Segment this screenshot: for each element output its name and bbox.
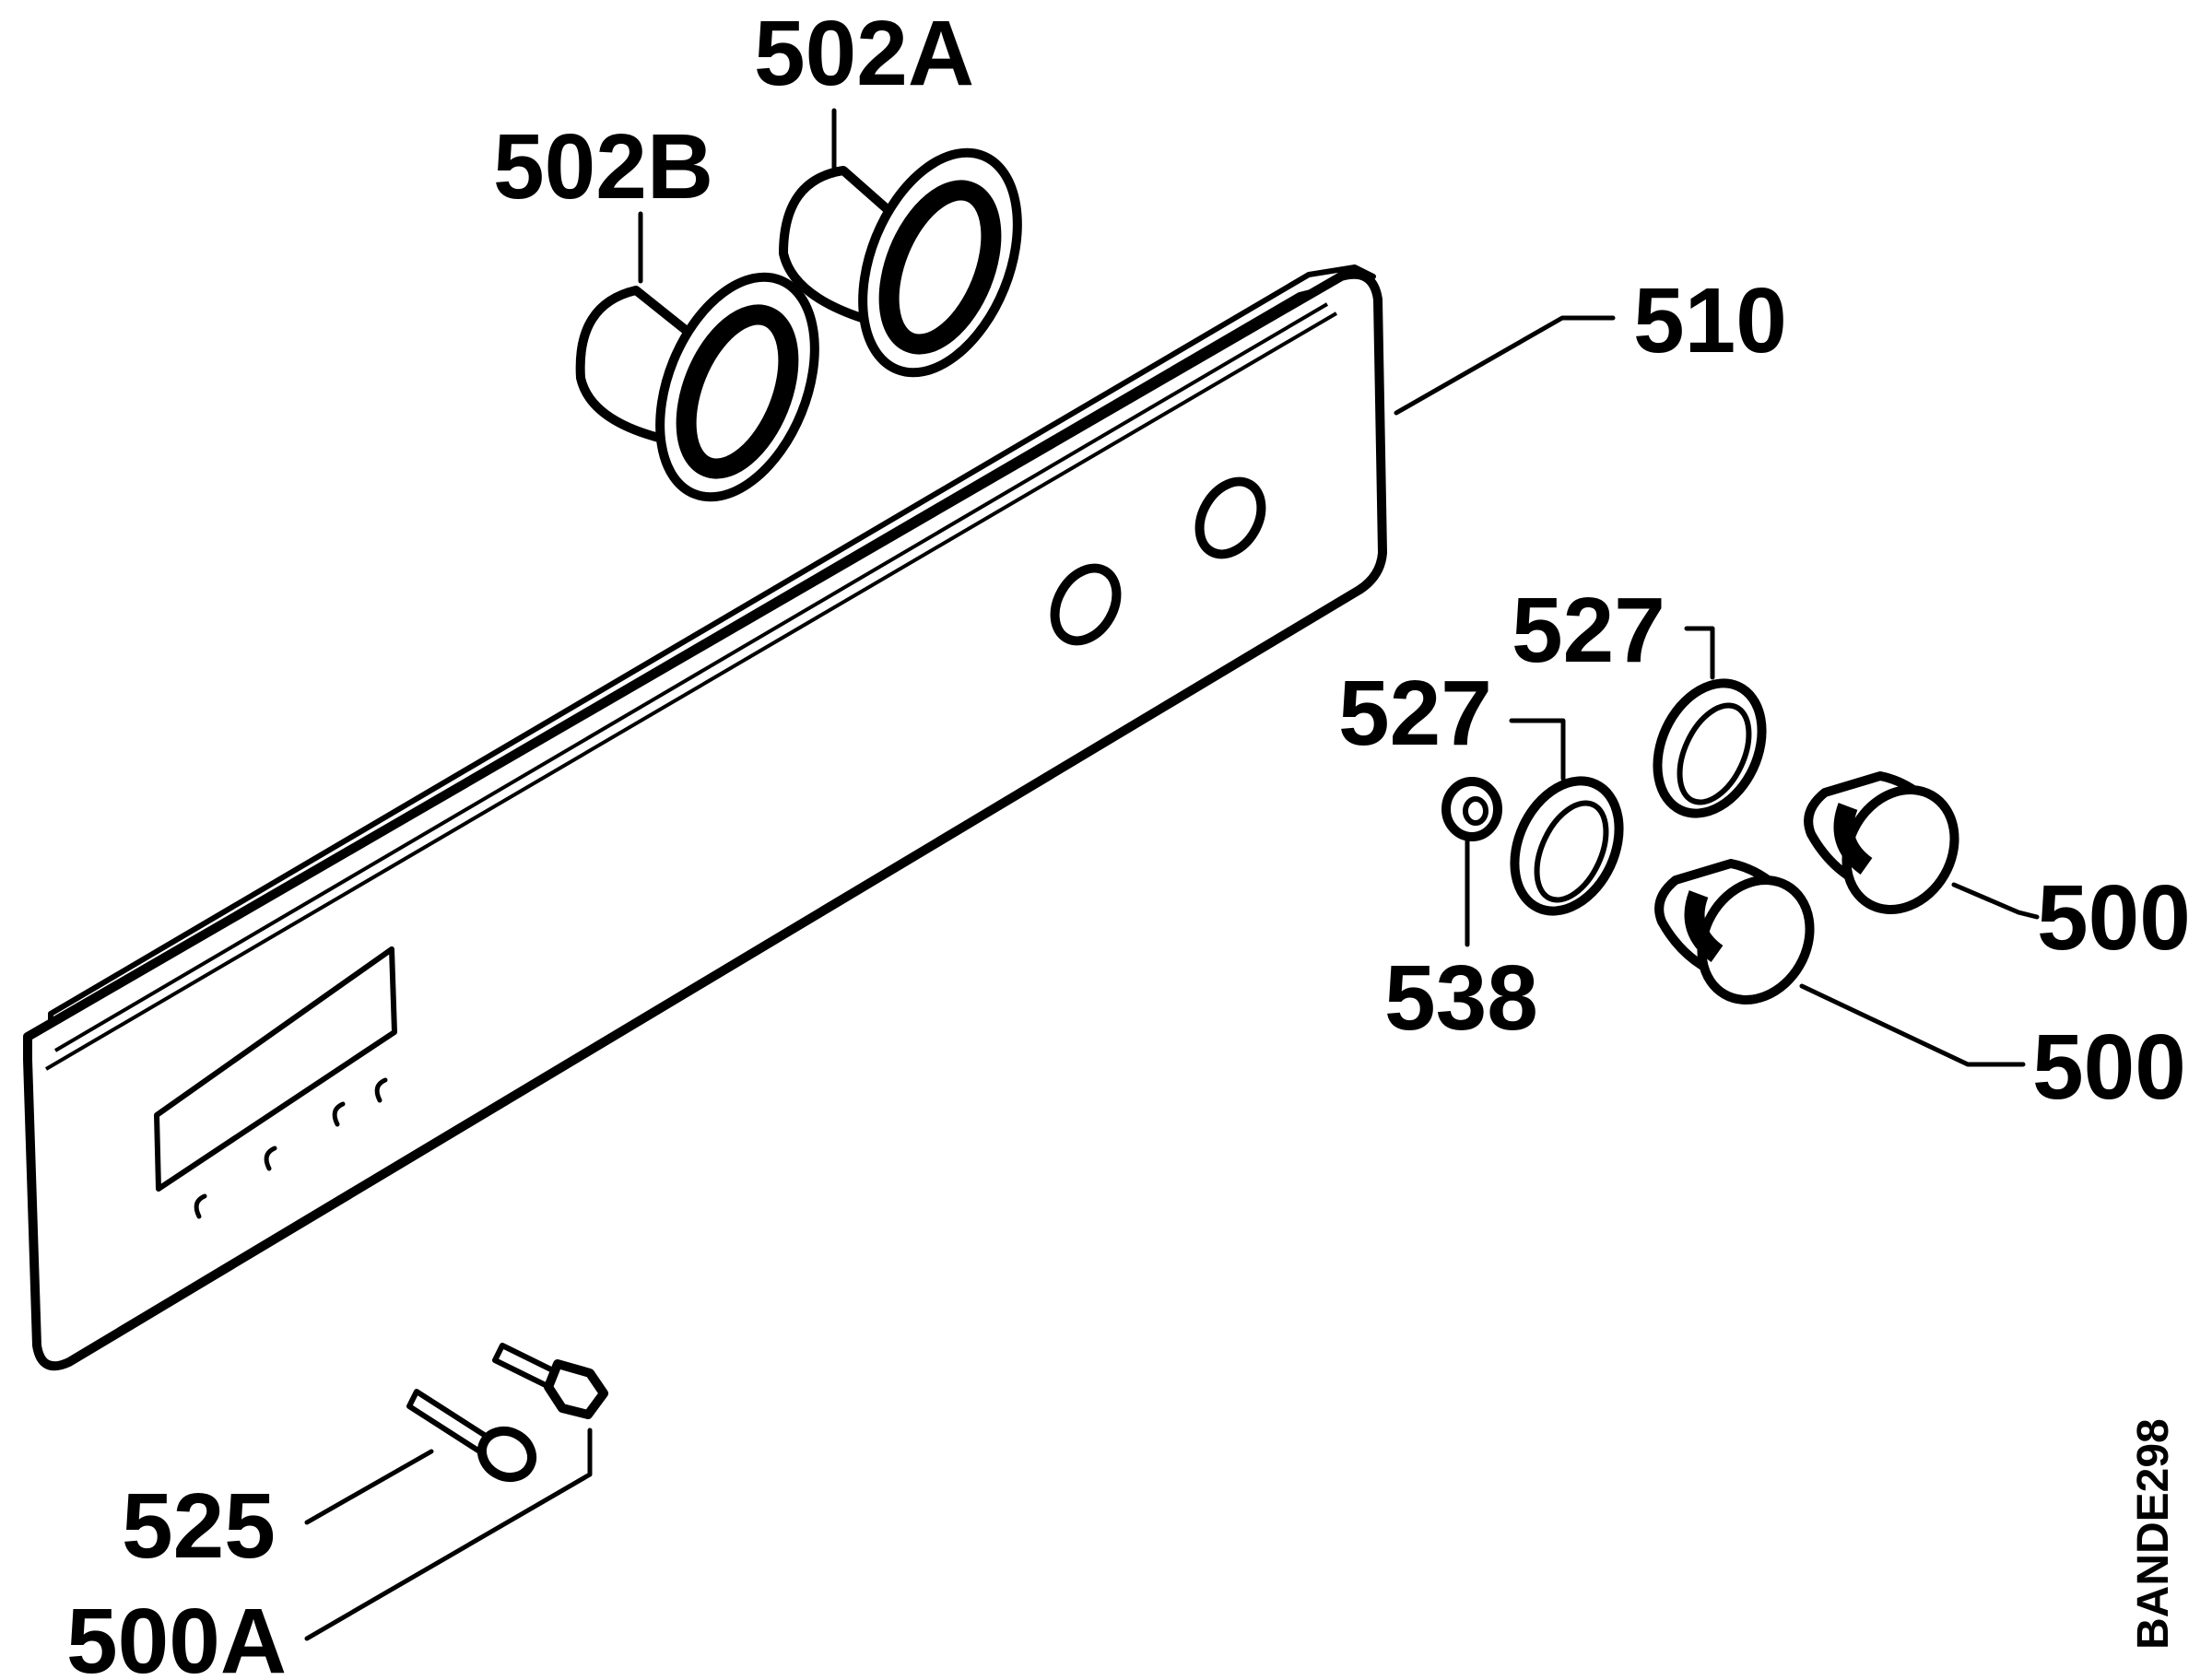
pin-525-head [477, 1426, 537, 1483]
knob-500-upper-face [1841, 785, 1959, 914]
collar-502b-opening [676, 304, 799, 479]
knob-collar-502b [575, 272, 819, 502]
panel-clip-4 [374, 1077, 388, 1103]
ring-527-upper [1653, 678, 1767, 818]
shaft-500a [492, 1343, 608, 1419]
label-510: 510 [1633, 269, 1787, 372]
leader-527-upper [1684, 626, 1715, 680]
collar-502a-flange [858, 147, 1022, 378]
leader-527-lower [1509, 718, 1566, 781]
shaft-500a-head [544, 1359, 608, 1419]
label-502b: 502B [493, 115, 713, 218]
collar-502a-opening [878, 180, 1002, 355]
knob-500-upper [1804, 771, 1959, 914]
panel-clip-3 [332, 1101, 346, 1127]
panel-display-window [154, 946, 397, 1192]
leader-500a [304, 1427, 593, 1641]
label-500-upper: 500 [2037, 866, 2191, 969]
label-525: 525 [122, 1474, 276, 1578]
label-500-lower: 500 [2032, 1016, 2186, 1119]
ring-527-lower-inner [1534, 800, 1609, 903]
panel-hole-lower [1050, 563, 1122, 646]
knob-collar-502a [779, 147, 1022, 378]
label-527-upper: 527 [1512, 579, 1665, 682]
nut-538-hole [1463, 796, 1488, 826]
panel-front-face [23, 269, 1387, 1371]
panel-rim-line [44, 302, 1338, 1071]
leader-525 [304, 1449, 434, 1525]
knob-500-lower [1654, 859, 1815, 1004]
leader-500-upper [1951, 882, 2040, 920]
leader-500-lower [1799, 983, 2026, 1067]
panel-clip-1 [194, 1193, 207, 1219]
knob-500-lower-band [1684, 890, 1724, 962]
control-panel-510 [23, 264, 1387, 1371]
pin-525 [406, 1389, 537, 1483]
ring-527-upper-inner [1677, 702, 1752, 805]
nut-538 [1441, 777, 1502, 841]
ring-527-lower [1510, 776, 1624, 916]
knob-500-lower-face [1697, 875, 1815, 1004]
drawing-code: BANDE298 [2129, 1418, 2178, 1650]
label-500a: 500A [66, 1590, 287, 1680]
label-502a: 502A [754, 2, 974, 105]
knob-500-upper-band [1833, 803, 1873, 875]
leader-510 [1394, 315, 1616, 416]
label-538: 538 [1384, 946, 1538, 1050]
panel-hole-upper [1194, 476, 1266, 559]
panel-clip-2 [264, 1145, 277, 1171]
pin-525-shaft [406, 1389, 491, 1455]
label-527-lower: 527 [1338, 662, 1492, 765]
